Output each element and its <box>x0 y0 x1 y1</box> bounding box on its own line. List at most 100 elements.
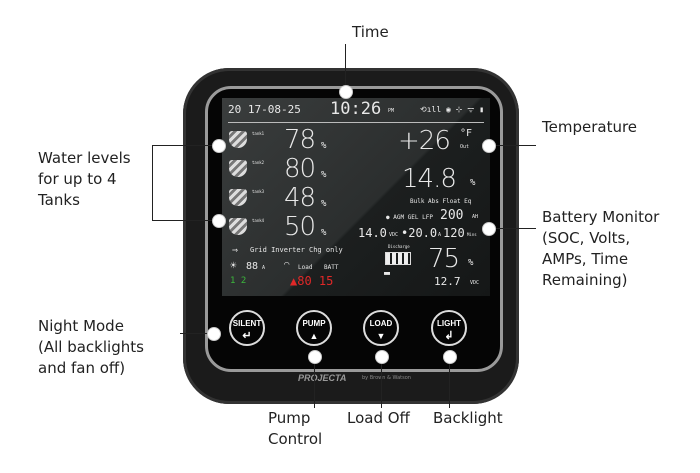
solar-value: 88 <box>246 261 259 272</box>
callout-line: and fan off) <box>38 359 126 377</box>
leader-line <box>314 356 315 408</box>
leader-line <box>152 145 218 146</box>
callout-backlight: Backlight <box>433 409 503 427</box>
callout-line: Remaining) <box>542 271 628 289</box>
tank-value: 78 <box>284 125 316 155</box>
tank-value: 50 <box>284 212 316 242</box>
clock: 10:26 <box>330 99 382 119</box>
divider <box>228 122 484 123</box>
callout-line: Pump <box>268 409 311 427</box>
minutes-value: 120 <box>443 226 465 240</box>
leader-line <box>488 228 536 229</box>
tank-unit: % <box>321 170 327 180</box>
tank-icon <box>229 189 247 206</box>
leader-line <box>180 333 213 334</box>
tank-icon <box>229 131 247 148</box>
tank-unit: % <box>321 199 327 209</box>
leader-line <box>449 356 450 408</box>
tank-value: 48 <box>284 183 316 213</box>
brand-logo: PROJECTA <box>298 373 347 383</box>
tank-icon <box>229 160 247 177</box>
power-source: Grid Inverter Chg only <box>250 246 343 254</box>
volts-unit: VDC <box>389 232 399 238</box>
pump-icons: 1 2 <box>230 276 247 286</box>
callout-load: Load Off <box>347 409 410 427</box>
callout-temperature: Temperature <box>542 118 638 136</box>
error-code: ▲80 15 <box>290 274 334 288</box>
button-label: LOAD <box>369 319 393 328</box>
leader-line <box>488 145 536 146</box>
leader-line <box>381 356 382 408</box>
tank-label: tank2 <box>252 160 265 165</box>
soc-unit: % <box>468 258 474 268</box>
plug-icon: ⇒ <box>232 245 239 256</box>
brand-by: by Brown & Watson <box>362 375 411 381</box>
callout-line: (SOC, Volts, <box>542 229 631 247</box>
amps-unit: A <box>438 232 442 238</box>
return-icon: ↵ <box>242 330 252 342</box>
discharge-label: Discharge <box>388 244 410 249</box>
soc-value: 75 <box>428 244 460 274</box>
temperature-value: +26 <box>398 126 451 156</box>
callout-line: Battery Monitor <box>542 208 660 226</box>
callout-dot <box>212 139 226 153</box>
callout-dot <box>482 222 496 236</box>
voltage-value: 14.8 <box>402 164 457 194</box>
button-label: SILENT <box>232 319 262 328</box>
gauge-icon: ◠ <box>284 260 290 270</box>
button-label: LIGHT <box>437 319 461 328</box>
callout-dot <box>339 85 353 99</box>
callout-water: Water levels for up to 4 Tanks <box>38 148 131 211</box>
light-button[interactable]: LIGHT ↲ <box>431 310 467 346</box>
status-icons: ⟲ıll ◉ ⊹ ᯤ ▮ <box>420 105 485 114</box>
load-button[interactable]: LOAD ▼ <box>363 310 399 346</box>
button-label: PUMP <box>302 319 326 328</box>
up-icon: ▲ <box>309 331 319 341</box>
callout-dot <box>482 139 496 153</box>
callout-time: Time <box>352 23 389 41</box>
callout-dot <box>443 350 457 364</box>
tank-unit: % <box>321 228 327 238</box>
pump-button[interactable]: PUMP ▲ <box>296 310 332 346</box>
solar-unit: A <box>262 265 266 271</box>
battery-types: ● AGM GEL LFP <box>386 214 433 221</box>
callout-dot <box>212 214 226 228</box>
enter-icon: ↲ <box>444 330 454 342</box>
batt-label: BATT <box>324 264 339 271</box>
tank-value: 80 <box>284 154 316 184</box>
leader-line <box>345 44 346 95</box>
leader-line <box>152 220 218 221</box>
date: 20 17-08-25 <box>228 103 301 116</box>
callout-dot <box>207 327 221 341</box>
battery-bar-icon <box>385 252 411 265</box>
voltage-unit: % <box>470 178 476 188</box>
minutes-unit: Mins <box>467 232 477 237</box>
tank-label: tank4 <box>252 218 265 223</box>
callout-line: Tanks <box>38 191 80 209</box>
tank-icon <box>229 218 247 235</box>
down-icon: ▼ <box>376 331 386 341</box>
sun-icon: ☀ <box>230 259 237 272</box>
callout-line: Water levels <box>38 149 131 167</box>
lcd-screen: 20 17-08-25 10:26 PM ⟲ıll ◉ ⊹ ᯤ ▮ tank1 … <box>222 98 490 296</box>
battery-icon: ▬ <box>384 268 391 279</box>
callout-dot <box>375 350 389 364</box>
volts-value: 14.0 <box>358 226 387 240</box>
ampm: PM <box>388 108 395 114</box>
amps-value: •20.0 <box>401 226 438 240</box>
tank-label: tank3 <box>252 189 265 194</box>
callout-dot <box>308 350 322 364</box>
tank-label: tank1 <box>252 131 265 136</box>
callout-line: Control <box>268 430 323 448</box>
silent-button[interactable]: SILENT ↵ <box>229 310 265 346</box>
temp-sub: Out <box>460 144 470 150</box>
capacity-value: 200 <box>440 208 464 223</box>
tank-unit: % <box>321 141 327 151</box>
callout-line: AMPs, Time <box>542 250 629 268</box>
callout-line: for up to 4 <box>38 170 117 188</box>
leader-line <box>152 145 153 220</box>
callout-line: (All backlights <box>38 338 144 356</box>
